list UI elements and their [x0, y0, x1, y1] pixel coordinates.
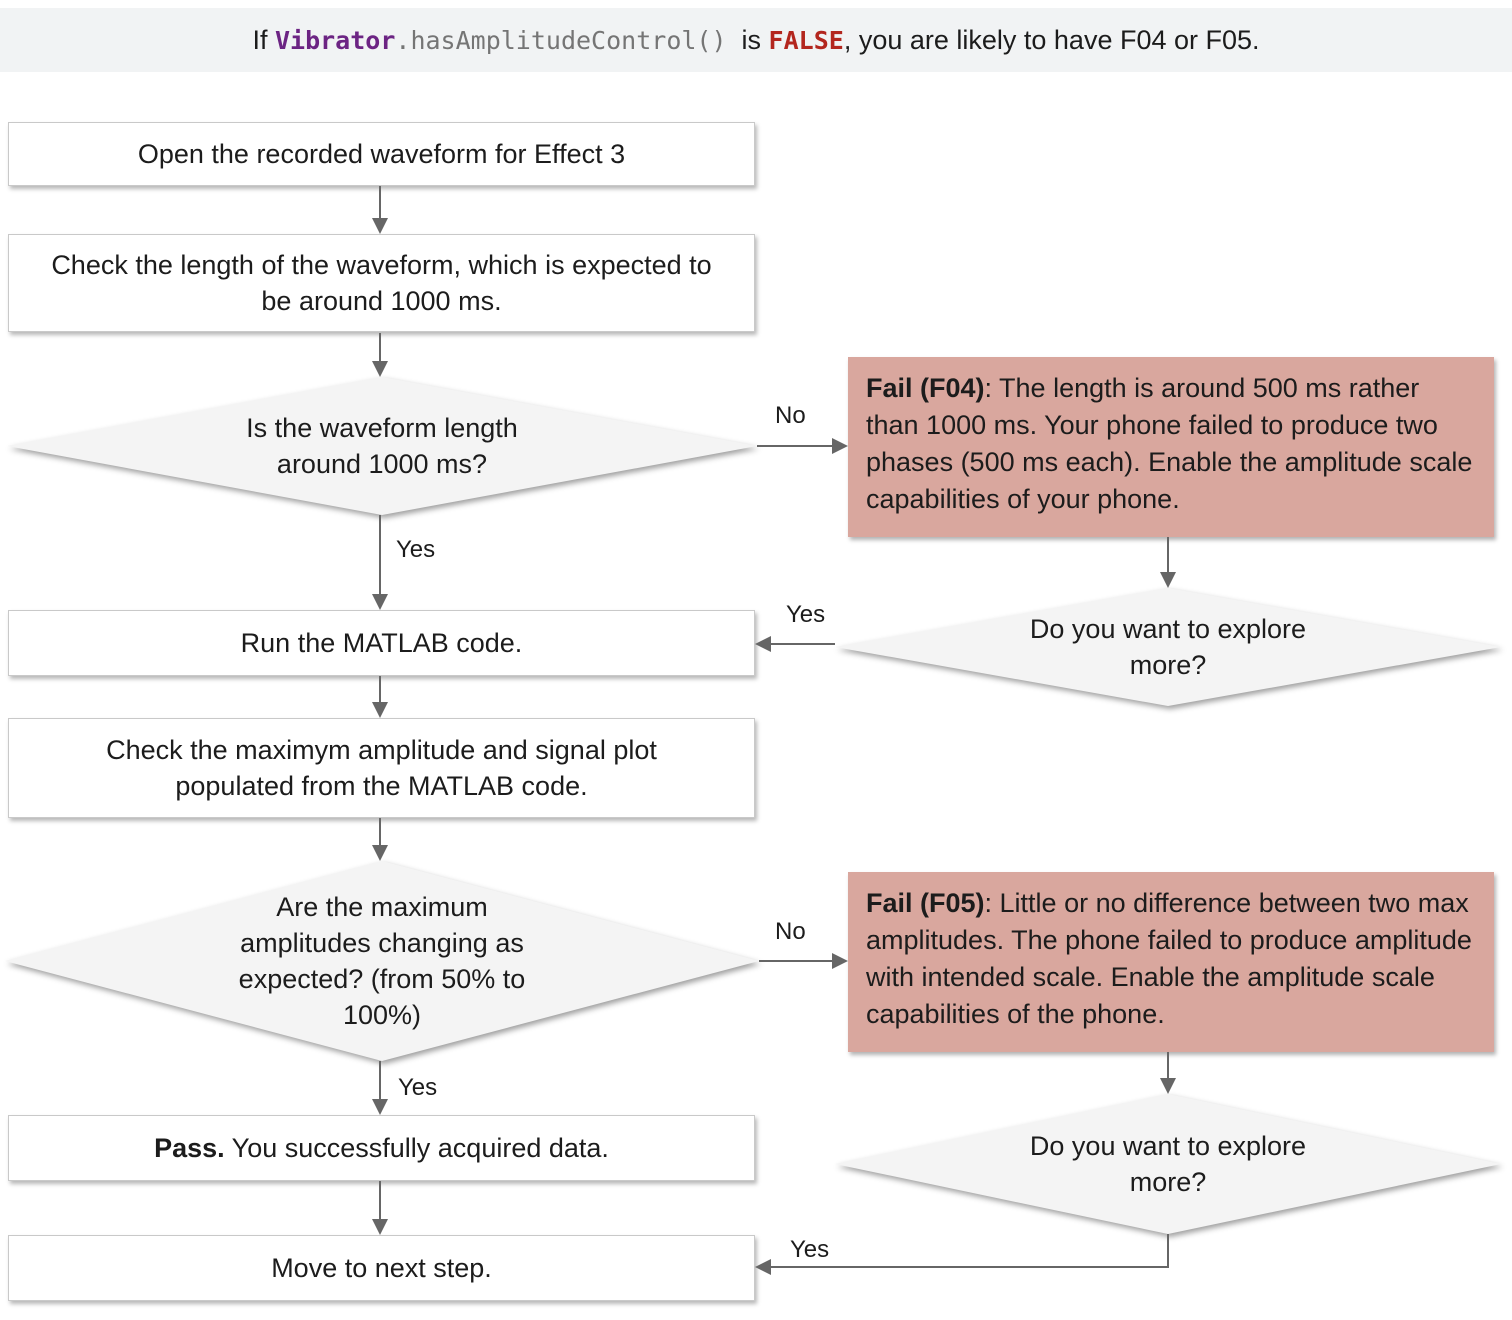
arrow-no-to-f04-head: [832, 438, 848, 454]
arrow-f04-to-explore1-head: [1160, 572, 1176, 588]
decision-explore-2-label: Do you want to explore more?: [1029, 1131, 1307, 1197]
fail-f04-bold: Fail (F04): [866, 373, 985, 403]
arrow-open-to-checklength-head: [372, 218, 388, 234]
arrow-decision2-to-pass-head: [372, 1099, 388, 1115]
step-pass-rest: You successfully acquired data.: [224, 1133, 609, 1163]
step-open-waveform: Open the recorded waveform for Effect 3: [8, 122, 755, 186]
arrow-explore2-to-move-hline: [771, 1266, 1169, 1268]
decision-explore-2: Do you want to explore more?: [835, 1094, 1501, 1234]
step-pass-bold: Pass.: [154, 1133, 225, 1163]
decision-amplitude-label: Are the maximum amplitudes changing as e…: [238, 892, 526, 1030]
arrow-explore2-to-move-head: [755, 1259, 771, 1275]
edge-label-yes-amplitude: Yes: [398, 1074, 438, 1101]
fail-f04-box: Fail (F04): The length is around 500 ms …: [848, 357, 1494, 537]
decision-explore-1-label: Do you want to explore more?: [1029, 614, 1307, 680]
arrow-f05-to-explore2-head: [1160, 1078, 1176, 1094]
arrow-checklength-to-decision-line: [379, 333, 381, 361]
arrow-checkamp-to-decision2-line: [379, 818, 381, 845]
step-pass-label: Pass. You successfully acquired data.: [154, 1130, 609, 1166]
fail-f05-rest: : Little or no difference between two ma…: [866, 888, 1472, 1029]
step-run-matlab-label: Run the MATLAB code.: [240, 628, 523, 658]
step-run-matlab: Run the MATLAB code.: [8, 610, 755, 676]
arrow-runmatlab-to-checkamp-line: [379, 676, 381, 702]
fail-f04-rest: : The length is around 500 ms rather tha…: [866, 373, 1473, 514]
step-check-length: Check the length of the waveform, which …: [8, 234, 755, 332]
step-move-next: Move to next step.: [8, 1235, 755, 1301]
banner: If Vibrator.hasAmplitudeControl() is FAL…: [0, 8, 1512, 72]
decision-amplitude: Are the maximum amplitudes changing as e…: [5, 861, 759, 1061]
arrow-f05-to-explore2-line: [1167, 1052, 1169, 1078]
arrow-checklength-to-decision-head: [372, 361, 388, 377]
banner-text-suffix: , you are likely to have F04 or F05.: [843, 24, 1260, 55]
arrow-no-to-f05-head: [832, 953, 848, 969]
edge-label-no-length: No: [775, 402, 806, 429]
arrow-no-to-f05-line: [759, 960, 832, 962]
arrow-f04-to-explore1-line: [1167, 537, 1169, 572]
step-check-length-label: Check the length of the waveform, which …: [51, 250, 712, 316]
step-pass: Pass. You successfully acquired data.: [8, 1115, 755, 1181]
fail-f05-text: Fail (F05): Little or no difference betw…: [866, 888, 1472, 1029]
arrow-pass-to-move-head: [372, 1219, 388, 1235]
edge-label-no-amplitude: No: [775, 918, 806, 945]
arrow-runmatlab-to-checkamp-head: [372, 702, 388, 718]
arrow-pass-to-move-line: [379, 1181, 381, 1219]
arrow-decision-to-runmatlab-line: [379, 515, 381, 594]
arrow-no-to-f04-line: [757, 445, 832, 447]
step-open-waveform-label: Open the recorded waveform for Effect 3: [137, 139, 626, 169]
step-check-amplitude: Check the maximym amplitude and signal p…: [8, 718, 755, 818]
arrow-open-to-checklength-line: [379, 186, 381, 218]
edge-label-yes-explore-1: Yes: [786, 601, 826, 628]
banner-text-prefix: If: [252, 24, 275, 55]
banner-code-method: .hasAmplitudeControl(): [395, 25, 727, 55]
arrow-explore1-to-runmatlab-head: [755, 636, 771, 652]
edge-label-yes-explore-2: Yes: [790, 1236, 830, 1263]
arrow-explore1-to-runmatlab-line: [771, 643, 835, 645]
arrow-decision2-to-pass-line: [379, 1061, 381, 1099]
decision-waveform-length: Is the waveform length around 1000 ms?: [7, 377, 757, 515]
decision-explore-1: Do you want to explore more?: [835, 588, 1501, 706]
step-check-amplitude-label: Check the maximym amplitude and signal p…: [106, 735, 657, 801]
fail-f05-box: Fail (F05): Little or no difference betw…: [848, 872, 1494, 1052]
step-move-next-label: Move to next step.: [271, 1253, 492, 1283]
banner-keyword-false: FALSE: [768, 25, 844, 55]
decision-waveform-length-label: Is the waveform length around 1000 ms?: [246, 413, 518, 479]
arrow-checkamp-to-decision2-head: [372, 845, 388, 861]
arrow-decision-to-runmatlab-head: [372, 594, 388, 610]
fail-f05-bold: Fail (F05): [866, 888, 985, 918]
banner-code-object: Vibrator: [274, 25, 396, 55]
fail-f04-text: Fail (F04): The length is around 500 ms …: [866, 373, 1472, 514]
arrow-explore2-to-move-vline: [1167, 1234, 1169, 1268]
edge-label-yes-length: Yes: [396, 536, 436, 563]
banner-text-mid: is: [726, 24, 769, 55]
